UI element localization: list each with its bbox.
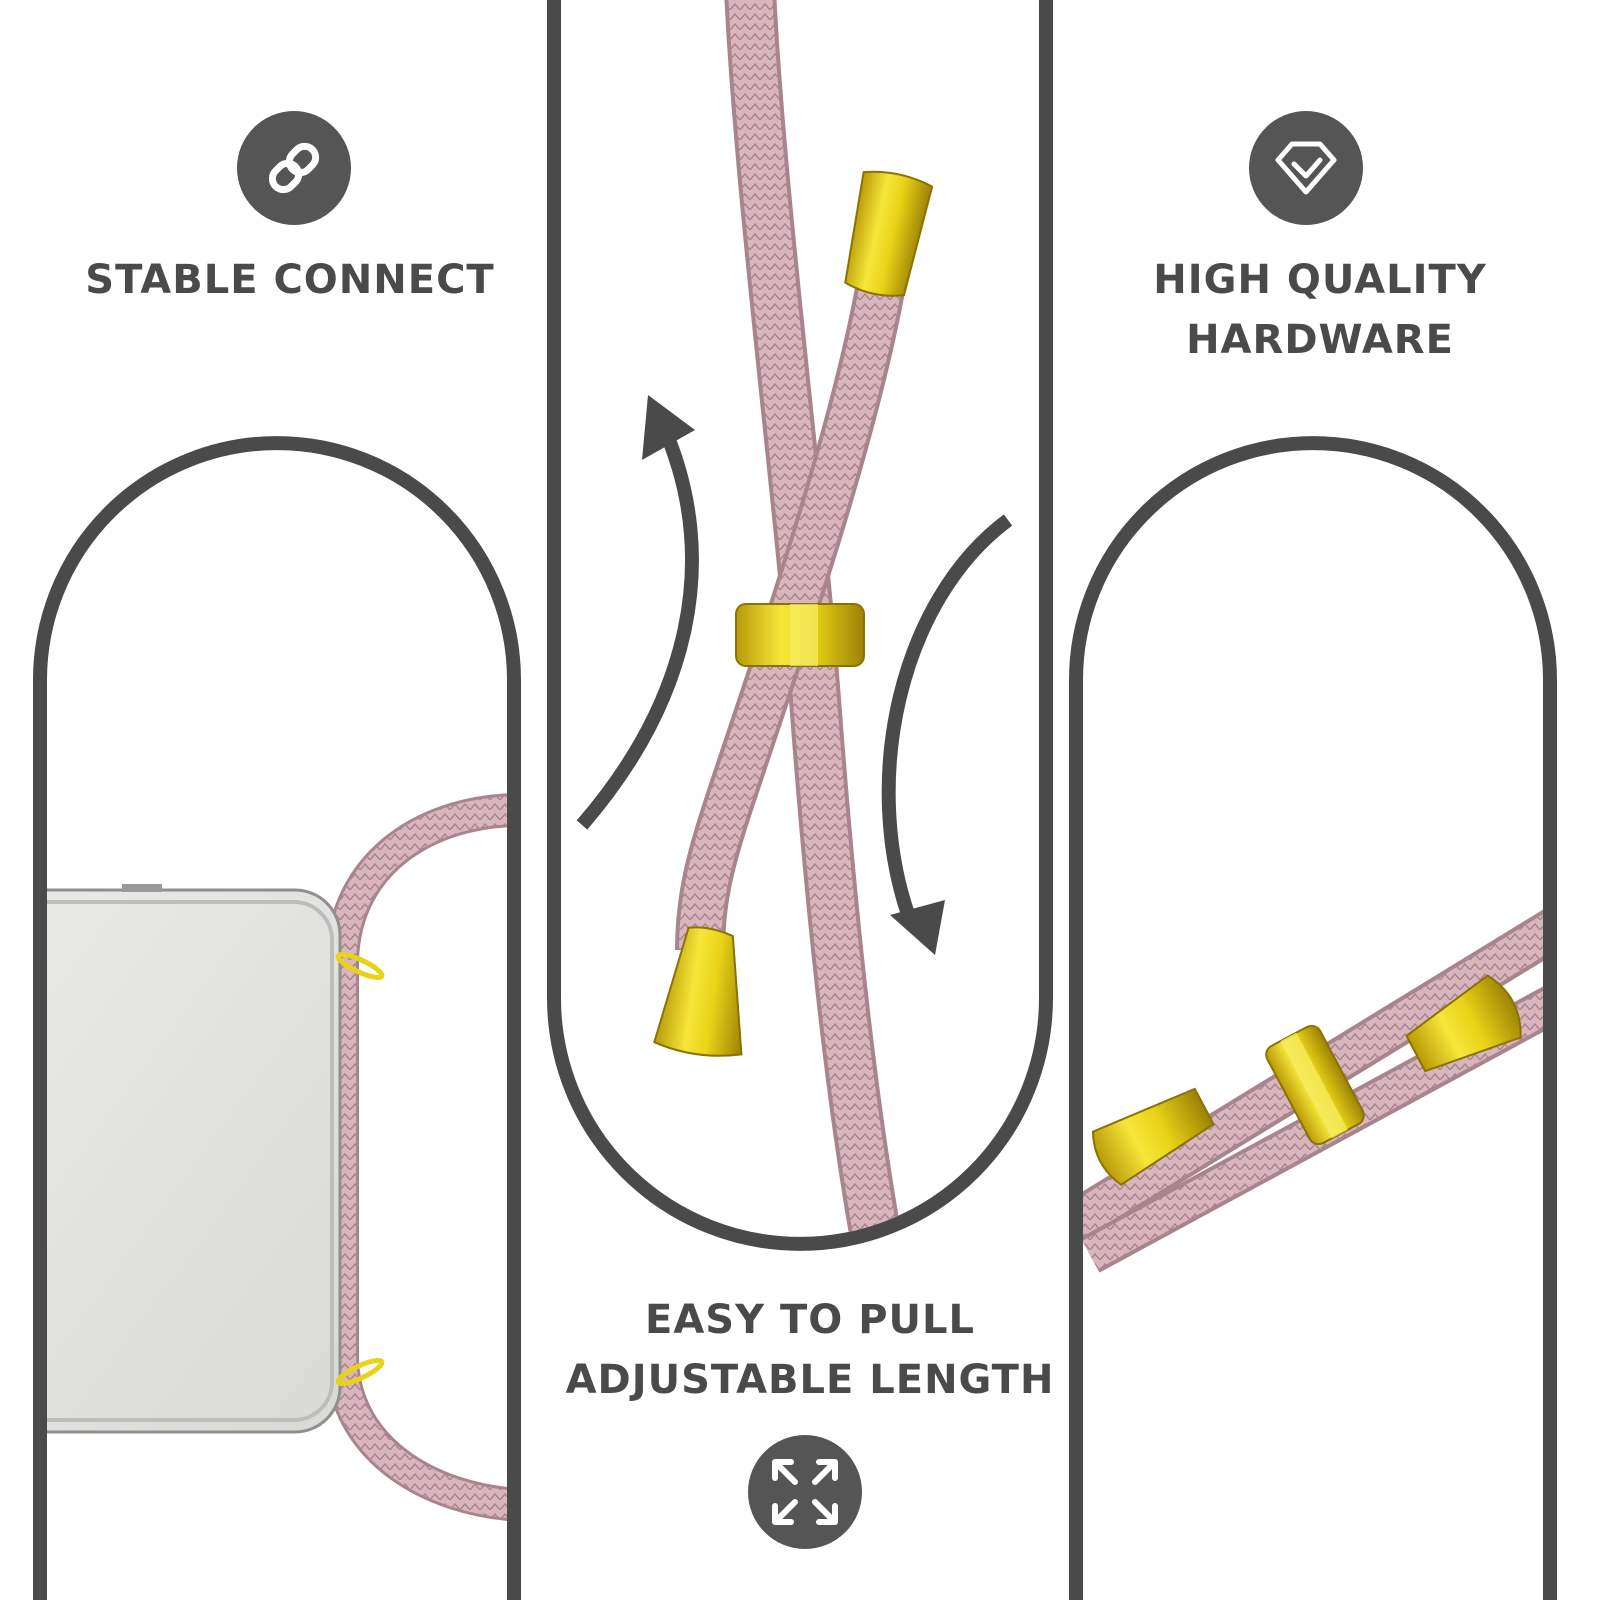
diamond-icon — [1249, 111, 1363, 225]
left-panel — [33, 111, 521, 1600]
feature-label-line: HARDWARE — [1186, 317, 1454, 363]
gold-slider-closeup — [1265, 1024, 1365, 1146]
link-icon — [237, 111, 351, 225]
feature-label-high-quality-hardware: HIGH QUALITY HARDWARE — [1070, 250, 1570, 370]
right-arch-frame — [1069, 436, 1557, 1600]
feature-label-adjustable-length: EASY TO PULL ADJUSTABLE LENGTH — [540, 1290, 1080, 1410]
feature-label-line: EASY TO PULL — [645, 1297, 975, 1343]
cord-loop — [325, 793, 507, 1522]
feature-label-line: STABLE CONNECT — [85, 257, 495, 303]
gold-end-cap-bottom — [653, 926, 743, 1057]
left-arch-frame — [33, 436, 521, 1600]
center-arch-frame — [547, 0, 1053, 1251]
gold-ring-bottom — [335, 1357, 385, 1387]
gold-end-cap-left — [1091, 1087, 1215, 1186]
pull-up-arrow — [576, 395, 699, 830]
gold-ring-top — [335, 951, 385, 981]
pull-down-arrow — [881, 514, 1013, 955]
right-panel — [1069, 111, 1557, 1600]
feature-label-stable-connect: STABLE CONNECT — [40, 250, 540, 310]
feature-label-line: ADJUSTABLE LENGTH — [565, 1357, 1055, 1403]
gold-end-cap-right — [1405, 974, 1522, 1073]
cord-with-slider — [576, 0, 1013, 1237]
expand-arrows-icon — [748, 1435, 862, 1549]
center-panel — [547, 0, 1053, 1549]
cord-hardware-closeup — [1083, 906, 1543, 1273]
gold-end-cap-top — [844, 170, 934, 297]
feature-label-line: HIGH QUALITY — [1153, 257, 1487, 303]
phone-with-cord — [47, 793, 507, 1522]
phone-case — [47, 888, 342, 1434]
